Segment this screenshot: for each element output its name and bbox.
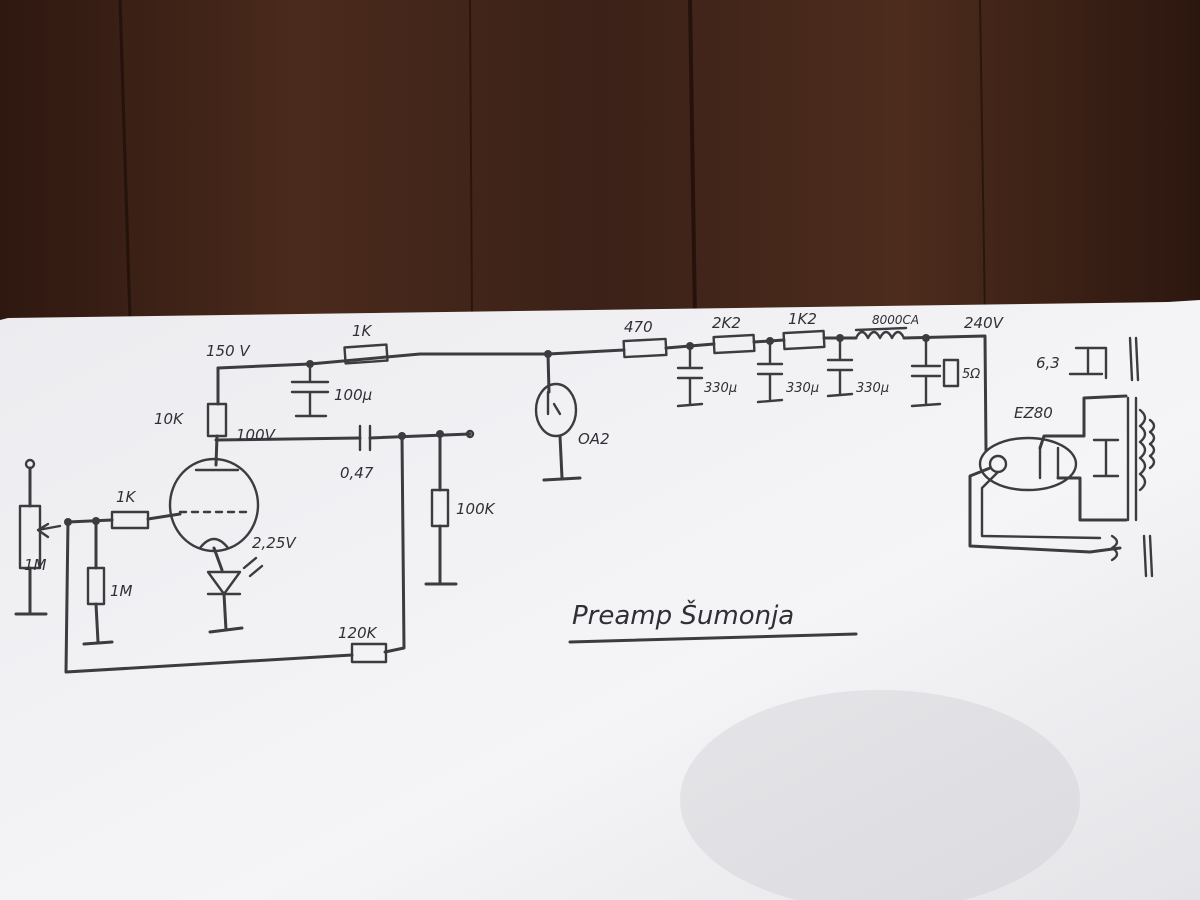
paper-sheet — [0, 300, 1200, 900]
label-330u-1: 330µ — [704, 381, 737, 396]
label-225v: 2,25V — [252, 534, 297, 552]
label-2k2: 2K2 — [712, 314, 741, 332]
power-supply-filter — [546, 326, 988, 452]
label-10k: 10K — [154, 410, 184, 428]
component-labels: 150 V 1K 10K 100V 100µ 0,47 1K 1M 1M 2,2… — [24, 310, 1060, 642]
label-047: 0,47 — [340, 464, 374, 482]
mains-transformer — [1126, 396, 1138, 522]
label-1m-pot: 1M — [24, 556, 47, 574]
label-240v: 240V — [964, 314, 1005, 332]
label-8000ca: 8000CA — [872, 313, 919, 327]
resistor-1k-top — [343, 343, 389, 365]
label-1m: 1M — [110, 582, 133, 600]
resistor-120k — [350, 642, 388, 664]
choke-inductor — [854, 330, 906, 340]
oa2-tube — [534, 382, 578, 438]
label-470: 470 — [624, 318, 653, 336]
label-1k-grid: 1K — [116, 488, 137, 506]
label-100v: 100V — [236, 426, 277, 444]
label-120k: 120K — [338, 624, 378, 642]
triode-stage — [14, 343, 550, 674]
label-1k2: 1K2 — [788, 310, 817, 328]
label-oa2: OA2 — [578, 430, 610, 448]
label-1k-top: 1K — [352, 322, 373, 340]
rectifier-ez80 — [968, 336, 1156, 578]
title-underline — [568, 632, 858, 644]
label-330u-3: 330µ — [856, 381, 889, 396]
label-ez80: EZ80 — [1014, 404, 1053, 422]
label-150v: 150 V — [206, 342, 251, 360]
label-100k: 100K — [456, 500, 496, 518]
schematic-title: Preamp Šumonja — [572, 599, 794, 631]
ez80-tube — [978, 436, 1078, 492]
label-5r: 5Ω — [962, 367, 980, 382]
resistor-5r — [942, 358, 960, 388]
label-330u-2: 330µ — [786, 381, 819, 396]
label-63: 6,3 — [1036, 354, 1060, 372]
label-100u: 100µ — [334, 386, 372, 404]
